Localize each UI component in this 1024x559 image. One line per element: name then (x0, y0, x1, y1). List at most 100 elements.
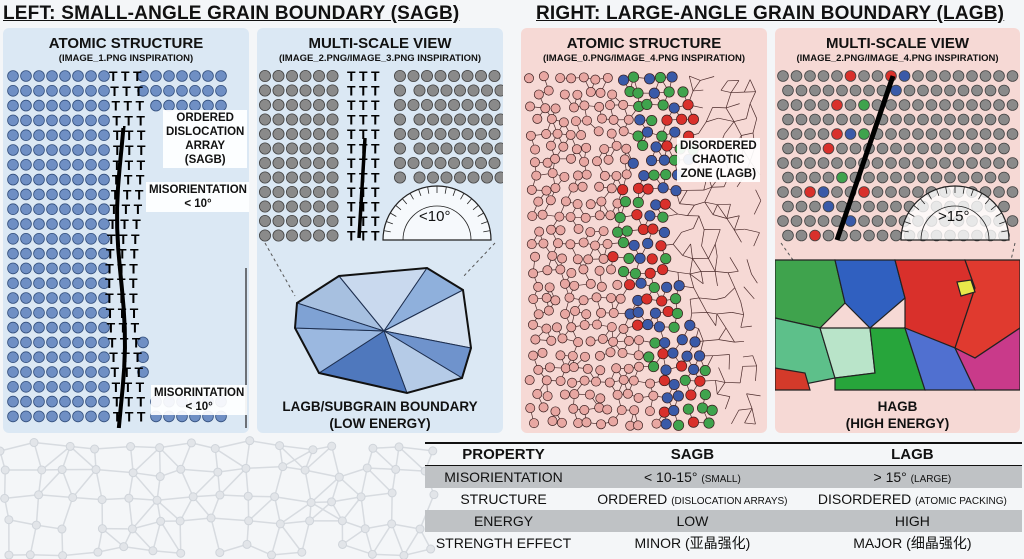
svg-text:T: T (347, 155, 356, 171)
svg-text:T: T (135, 98, 144, 114)
svg-text:T: T (135, 186, 144, 202)
svg-text:T: T (136, 112, 145, 128)
svg-text:T: T (124, 379, 133, 395)
cell-lagb: HIGH (802, 509, 1022, 533)
svg-text:T: T (347, 170, 356, 186)
svg-text:T: T (347, 97, 356, 113)
svg-text:T: T (136, 394, 145, 410)
cell-sagb: < 10-15° (SMALL) (582, 465, 803, 488)
svg-text:T: T (136, 172, 145, 188)
svg-text:T: T (113, 142, 122, 158)
svg-text:T: T (122, 83, 131, 99)
svg-text:T: T (109, 349, 118, 365)
svg-text:T: T (134, 83, 143, 99)
sagb-multiscale-panel: MULTI-SCALE VIEW (IMAGE_2.PNG/IMAGE_3.PN… (257, 28, 503, 433)
panel-subtitle: (IMAGE_2.PNG/IMAGE_3.PNG INSPIRATION) (279, 53, 481, 64)
svg-text:T: T (105, 275, 114, 291)
lagb-atomic-panel: ATOMIC STRUCTURE (IMAGE_0.PNG/IMAGE_4.PN… (521, 28, 767, 433)
svg-text:T: T (124, 172, 133, 188)
lagb-multiscale-art (775, 70, 1020, 391)
svg-text:T: T (137, 157, 146, 173)
table-row: STRENGTH EFFECT MINOR (亚晶强化) MAJOR (细晶强化… (425, 532, 1022, 554)
svg-text:T: T (371, 199, 380, 215)
header-sagb: SAGB (582, 441, 803, 466)
svg-text:T: T (359, 112, 368, 128)
svg-text:T: T (108, 334, 117, 350)
svg-text:T: T (113, 408, 122, 424)
cell-sagb: MINOR (亚晶强化) (634, 535, 751, 552)
svg-text:T: T (113, 127, 122, 143)
svg-text:T: T (347, 126, 356, 142)
svg-text:T: T (124, 394, 133, 410)
svg-text:T: T (111, 98, 120, 114)
cell-property: STRENGTH EFFECT (435, 535, 572, 552)
svg-text:T: T (119, 231, 128, 247)
svg-text:T: T (131, 231, 140, 247)
header-lagb: LAGB (802, 441, 1022, 466)
svg-text:T: T (371, 213, 380, 229)
cell-lagb: DISORDERED (ATOMIC PACKING) (817, 490, 1007, 507)
panel-subtitle: (IMAGE_1.PNG INSPIRATION) (58, 53, 194, 64)
svg-text:T: T (371, 184, 380, 200)
svg-text:T: T (122, 364, 131, 380)
svg-text:T: T (136, 379, 145, 395)
svg-text:T: T (371, 170, 380, 186)
svg-text:T: T (137, 408, 146, 424)
label-misorientation-bottom: MISORINTATION< 10° (151, 385, 248, 415)
left-heading: LEFT: SMALL-ANGLE GRAIN BOUNDARY (SAGB) (3, 3, 460, 24)
svg-text:T: T (359, 126, 368, 142)
svg-text:T: T (105, 290, 114, 306)
sagb-atomic-panel: ATOMIC STRUCTURE (IMAGE_1.PNG INSPIRATIO… (3, 28, 249, 433)
svg-text:T: T (359, 228, 368, 244)
svg-text:T: T (371, 126, 380, 142)
svg-text:T: T (137, 127, 146, 143)
svg-text:T: T (371, 97, 380, 113)
panel-title: ATOMIC STRUCTURE (566, 35, 722, 52)
svg-text:T: T (347, 213, 356, 229)
svg-text:T: T (110, 83, 119, 99)
svg-text:T: T (112, 379, 121, 395)
cell-sagb: ORDERED (DISLOCATION ARRAYS) (597, 490, 788, 507)
svg-text:T: T (359, 213, 368, 229)
svg-text:T: T (125, 408, 134, 424)
lagb-caption: HAGB(HIGH ENERGY) (845, 399, 950, 431)
svg-text:T: T (107, 231, 116, 247)
svg-text:T: T (106, 305, 115, 321)
svg-text:T: T (371, 68, 380, 84)
svg-text:T: T (111, 186, 120, 202)
cell-lagb: > 15° (LARGE) (802, 465, 1022, 488)
svg-text:T: T (134, 201, 143, 217)
svg-text:T: T (359, 68, 368, 84)
right-heading: RIGHT: LARGE-ANGLE GRAIN BOUNDARY (LAGB) (536, 3, 1005, 24)
cell-property: MISORIENTATION (425, 465, 583, 488)
svg-text:T: T (110, 364, 119, 380)
svg-text:T: T (125, 157, 134, 173)
svg-text:T: T (371, 228, 380, 244)
svg-text:T: T (132, 216, 141, 232)
cell-lagb: MAJOR (细晶强化) (853, 535, 972, 552)
svg-text:T: T (110, 201, 119, 217)
svg-text:T: T (120, 216, 129, 232)
header-property: PROPERTY (425, 441, 583, 466)
svg-text:T: T (129, 275, 138, 291)
svg-text:T: T (133, 68, 142, 84)
svg-text:T: T (347, 228, 356, 244)
svg-text:T: T (347, 83, 356, 99)
svg-text:T: T (347, 112, 356, 128)
svg-text:T: T (125, 142, 134, 158)
svg-text:T: T (113, 157, 122, 173)
property-table: PROPERTY SAGB LAGB MISORIENTATION < 10-1… (425, 441, 1022, 554)
svg-text:T: T (134, 364, 143, 380)
svg-text:T: T (125, 127, 134, 143)
svg-text:T: T (130, 246, 139, 262)
protractor-angle: >15° (938, 208, 970, 225)
svg-text:T: T (371, 83, 380, 99)
lagb-atomic-lattice (524, 71, 762, 431)
table-row: STRUCTURE ORDERED (DISLOCATION ARRAYS) D… (425, 488, 1022, 510)
svg-text:T: T (347, 199, 356, 215)
svg-text:T: T (347, 184, 356, 200)
sagb-caption: LAGB/SUBGRAIN BOUNDARY(LOW ENERGY) (282, 399, 478, 431)
table-row: ENERGY LOW HIGH (425, 509, 1022, 533)
